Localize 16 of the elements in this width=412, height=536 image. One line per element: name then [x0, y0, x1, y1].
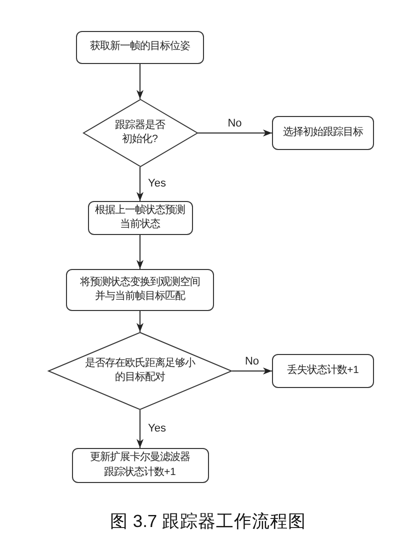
process-box: 丢失状态计数+1	[272, 354, 374, 388]
decision-diamond: 是否存在欧氏距离足够小的目标配对	[48, 332, 232, 410]
arrow	[136, 310, 144, 332]
process-box: 将预测状态变换到观测空间并与当前帧目标匹配	[66, 269, 214, 311]
arrow	[197, 130, 272, 136]
decision-diamond: 跟踪器是否初始化?	[82, 99, 198, 167]
arrow	[136, 166, 144, 202]
arrow	[136, 64, 144, 100]
process-box: 选择初始跟踪目标	[272, 116, 374, 150]
process-box: 根据上一帧状态预测当前状态	[88, 201, 192, 235]
process-box: 更新扩展卡尔曼滤波器跟踪状态计数+1	[72, 448, 208, 483]
arrow	[232, 368, 272, 374]
arrow	[136, 234, 144, 270]
process-box: 获取新一帧的目标位姿	[76, 31, 204, 64]
arrow	[136, 410, 144, 448]
figure-caption: 图 3.7 跟踪器工作流程图	[110, 510, 306, 533]
